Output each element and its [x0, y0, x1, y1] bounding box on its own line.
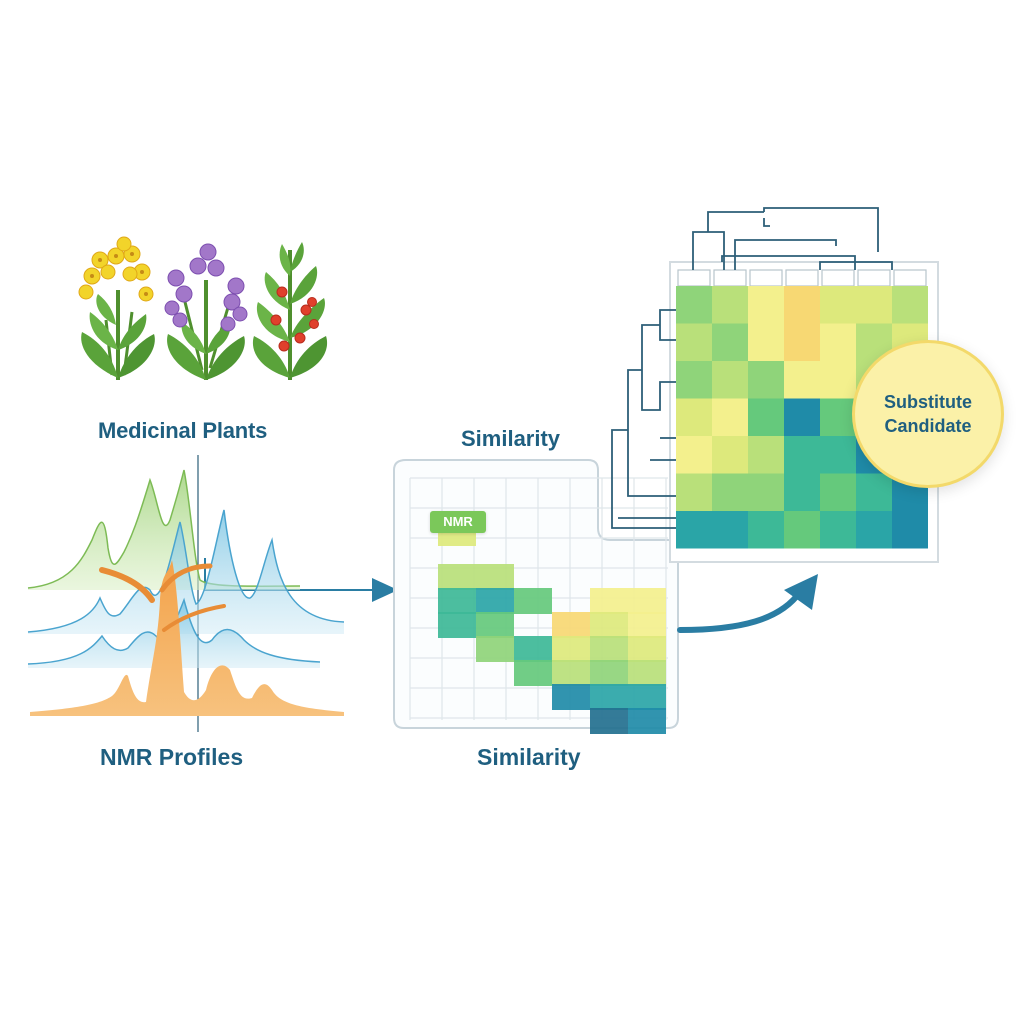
plant-red-berry-icon	[252, 242, 328, 380]
heatmap-cell	[892, 286, 928, 324]
similarity-cell	[552, 660, 590, 686]
heatmap-cell	[820, 286, 856, 324]
heatmap-header-row	[677, 269, 927, 287]
heatmap-cell	[712, 361, 748, 399]
heatmap-cell	[676, 511, 712, 549]
heatmap-cell	[784, 286, 820, 324]
heatmap-cell	[892, 511, 928, 549]
substitute-line-1: Substitute	[884, 392, 972, 412]
plant-purple-icon	[164, 243, 248, 380]
heatmap-cell	[676, 473, 712, 511]
arrow-head-similarity	[372, 578, 398, 602]
heatmap-cell	[820, 473, 856, 511]
similarity-cell	[628, 708, 666, 734]
heatmap-cell	[676, 286, 712, 324]
heatmap-cell	[748, 286, 784, 324]
heatmap-cell	[676, 436, 712, 474]
heatmap-cell	[676, 398, 712, 436]
similarity-cell	[590, 708, 628, 734]
heatmap-cell	[712, 436, 748, 474]
plant-yellow-icon	[78, 236, 155, 380]
similarity-cell	[438, 564, 476, 590]
heatmap-header-cell	[821, 269, 855, 287]
heatmap-cell	[676, 323, 712, 361]
similarity-label-bottom: Similarity	[477, 744, 581, 770]
heatmap-cell	[712, 398, 748, 436]
heatmap-cell	[712, 473, 748, 511]
left-dendrogram	[611, 309, 676, 529]
similarity-cell	[628, 636, 666, 662]
similarity-cell	[628, 588, 666, 614]
nmr-spectra-icon	[27, 469, 345, 716]
heatmap-cell	[748, 511, 784, 549]
heatmap-cell	[820, 436, 856, 474]
heatmap-cell	[748, 473, 784, 511]
heatmap-cell	[748, 323, 784, 361]
heatmap-cell	[784, 398, 820, 436]
similarity-cell	[438, 612, 476, 638]
substitute-line-2: Candidate	[884, 416, 972, 436]
heatmap-cell	[784, 473, 820, 511]
similarity-cell	[514, 660, 552, 686]
similarity-cell	[476, 564, 514, 590]
heatmap-header-cell	[713, 269, 747, 287]
similarity-cell	[590, 660, 628, 686]
heatmap-cell	[820, 511, 856, 549]
heatmap-header-cell	[749, 269, 783, 287]
similarity-cell	[552, 684, 590, 710]
heatmap-cell	[820, 361, 856, 399]
heatmap-header-cell	[785, 269, 819, 287]
heatmap-cell	[784, 511, 820, 549]
heatmap-cell	[748, 361, 784, 399]
heatmap-header-cell	[857, 269, 891, 287]
nmr-tag-badge: NMR	[430, 511, 486, 533]
heatmap-cell	[712, 511, 748, 549]
heatmap-cell	[856, 511, 892, 549]
heatmap-header-cell	[677, 269, 711, 287]
similarity-cell	[552, 612, 590, 638]
similarity-cell	[628, 684, 666, 710]
similarity-cell	[628, 612, 666, 638]
heatmap-cell	[856, 286, 892, 324]
heatmap-cell	[784, 323, 820, 361]
similarity-cell	[476, 612, 514, 638]
nmr-profiles-label: NMR Profiles	[100, 744, 244, 770]
similarity-cell	[476, 636, 514, 662]
heatmap-cell	[676, 361, 712, 399]
similarity-cells	[438, 520, 666, 734]
similarity-cell	[552, 636, 590, 662]
heatmap-cell	[820, 323, 856, 361]
spectrum-green	[28, 470, 300, 590]
similarity-cell	[590, 636, 628, 662]
similarity-cell	[438, 588, 476, 614]
heatmap-cell	[820, 398, 856, 436]
similarity-cell	[514, 588, 552, 614]
heatmap-cell	[712, 286, 748, 324]
top-dendrogram	[692, 207, 893, 270]
heatmap-cell	[748, 398, 784, 436]
curved-arrow-head	[784, 574, 818, 610]
curved-arrow-to-heatmap	[677, 589, 803, 633]
heatmap-cell	[784, 361, 820, 399]
similarity-cell	[590, 684, 628, 710]
heatmap-cell	[784, 436, 820, 474]
similarity-cell	[476, 588, 514, 614]
similarity-cell	[514, 636, 552, 662]
medicinal-plants-label: Medicinal Plants	[98, 418, 268, 443]
similarity-matrix-panel	[393, 459, 679, 734]
similarity-cell	[590, 588, 628, 614]
heatmap-header-cell	[893, 269, 927, 287]
heatmap-cell	[856, 473, 892, 511]
similarity-cell	[628, 660, 666, 686]
heatmap-cell	[748, 436, 784, 474]
substitute-candidate-badge: Substitute Candidate	[852, 340, 1004, 488]
similarity-cell	[590, 612, 628, 638]
similarity-label-top: Similarity	[461, 426, 561, 451]
heatmap-cell	[712, 323, 748, 361]
